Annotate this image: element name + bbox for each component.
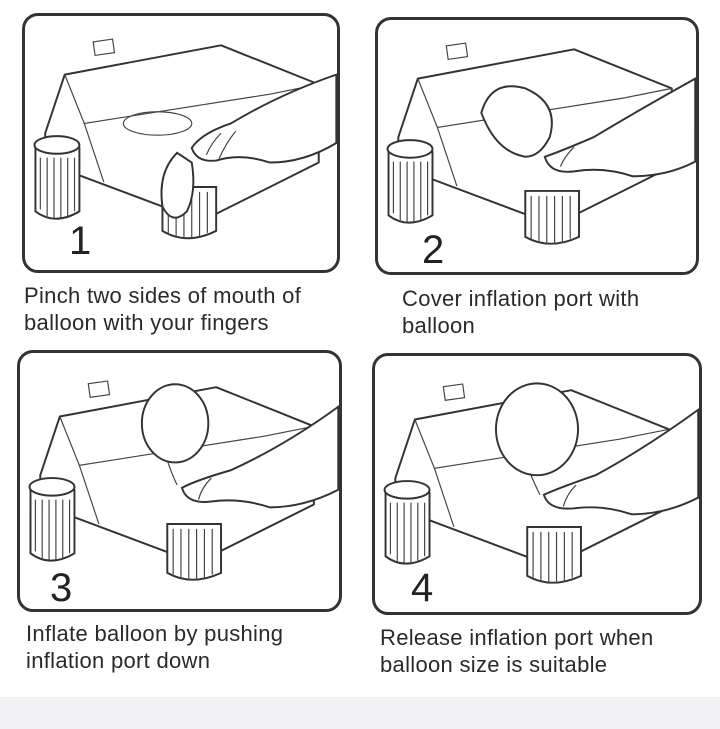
step-4-panel: 4 bbox=[372, 353, 702, 615]
step-number: 3 bbox=[50, 566, 73, 610]
pump-illustration-3 bbox=[28, 380, 339, 581]
step-4-caption: Release inflation port when balloon size… bbox=[380, 624, 654, 678]
caption-line: balloon size is suitable bbox=[380, 652, 608, 677]
step-number: 1 bbox=[69, 219, 92, 263]
caption-line: balloon bbox=[402, 313, 476, 338]
pump-illustration-2 bbox=[386, 42, 696, 245]
step-2-panel: 2 bbox=[375, 17, 699, 275]
step-number: 2 bbox=[422, 228, 445, 272]
step-1-panel: 1 bbox=[22, 13, 340, 273]
pump-illustration-4 bbox=[383, 382, 699, 584]
step-number: 4 bbox=[411, 566, 434, 610]
caption-line: Pinch two sides of mouth of bbox=[24, 283, 302, 308]
step-3-caption: Inflate balloon by pushing inflation por… bbox=[26, 620, 283, 674]
step-2-caption: Cover inflation port with balloon bbox=[402, 285, 639, 339]
caption-line: Cover inflation port with bbox=[402, 286, 640, 311]
footer-strip bbox=[0, 697, 720, 729]
step-3-panel: 3 bbox=[17, 350, 342, 612]
caption-line: Inflate balloon by pushing bbox=[26, 621, 284, 646]
pump-illustration-1 bbox=[33, 38, 337, 240]
caption-line: inflation port down bbox=[26, 648, 211, 673]
step-1-caption: Pinch two sides of mouth of balloon with… bbox=[24, 282, 301, 336]
caption-line: balloon with your fingers bbox=[24, 310, 269, 335]
caption-line: Release inflation port when bbox=[380, 625, 654, 650]
